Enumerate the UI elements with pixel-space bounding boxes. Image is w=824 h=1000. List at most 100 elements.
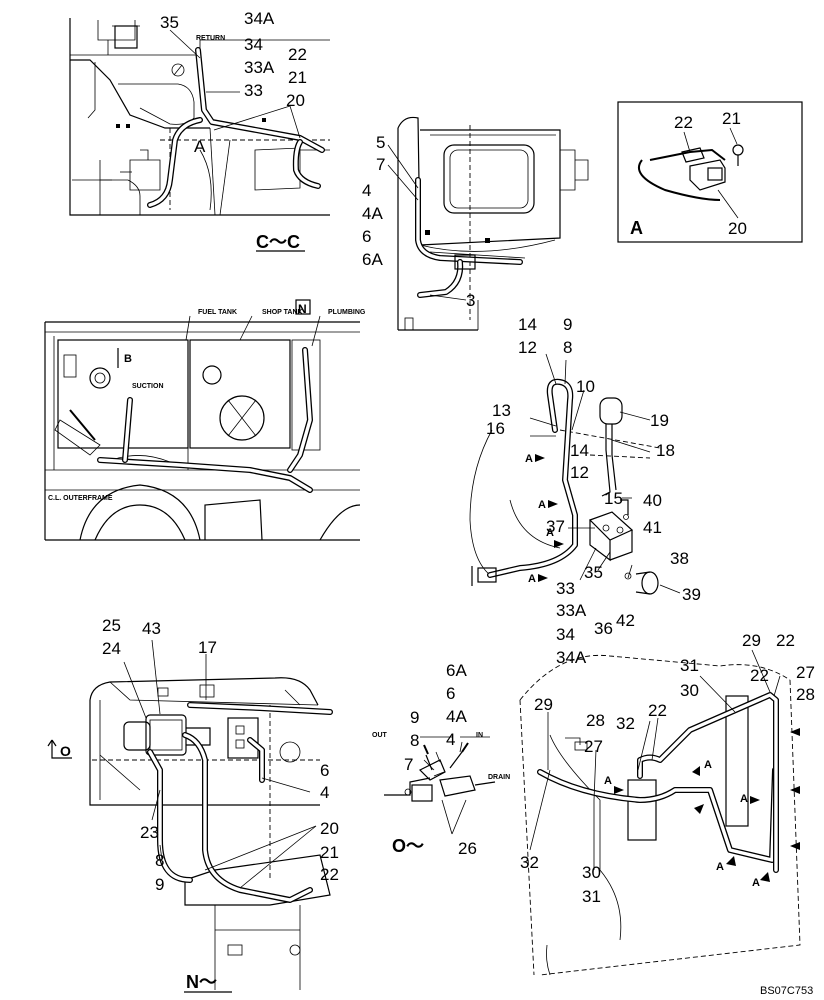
- marker-n: N: [298, 302, 307, 316]
- label-fuel-tank: FUEL TANK: [198, 309, 237, 316]
- view-title-n: N～: [186, 972, 217, 992]
- callout-40: 40: [643, 491, 662, 510]
- callout-4: 4: [320, 783, 329, 802]
- callout-30: 30: [680, 681, 699, 700]
- callout-31: 31: [680, 656, 699, 675]
- callout-43: 43: [142, 619, 161, 638]
- label-suction: SUCTION: [132, 383, 164, 390]
- callout-9: 9: [410, 708, 419, 727]
- callout-3: 3: [466, 291, 475, 310]
- callout-10: 10: [576, 377, 595, 396]
- view-title-o: O～: [392, 836, 424, 856]
- detail-callout-22: 22: [674, 113, 693, 132]
- arrow-a-8: A: [716, 861, 724, 873]
- arrow-a-4: A: [528, 573, 536, 585]
- callout-12b: 12: [570, 463, 589, 482]
- label-drain: DRAIN: [488, 774, 510, 781]
- callout-32b: 32: [520, 853, 539, 872]
- view-tank-area: FUEL TANK SHOP TANK PLUMBING SUCTION C.L…: [44, 299, 366, 541]
- callout-9: 9: [563, 315, 572, 334]
- arrow-a-6: A: [704, 759, 712, 771]
- callout-4a: 4A: [446, 707, 467, 726]
- label-cl-outerframe: C.L. OUTERFRAME: [48, 495, 113, 502]
- callout-4a: 4A: [362, 204, 383, 223]
- callout-21: 21: [320, 843, 339, 862]
- callout-32: 32: [616, 714, 635, 733]
- marker-o: O: [60, 743, 71, 759]
- callout-30b: 30: [582, 863, 601, 882]
- view-cab-side: 5 7 4 4A 6 6A 3: [362, 116, 589, 331]
- callout-5: 5: [376, 133, 385, 152]
- callout-22c: 22: [648, 701, 667, 720]
- callout-7: 7: [404, 755, 413, 774]
- callout-19: 19: [650, 411, 669, 430]
- label-plumbing: PLUMBING: [328, 309, 366, 316]
- callout-9: 9: [155, 875, 164, 894]
- callout-18: 18: [656, 441, 675, 460]
- callout-6: 6: [362, 227, 371, 246]
- callout-8: 8: [410, 731, 419, 750]
- arrow-a-3: A: [546, 527, 554, 539]
- callout-33: 33: [556, 579, 575, 598]
- label-shop-tank: SHOP TANK: [262, 309, 303, 316]
- callout-24: 24: [102, 639, 121, 658]
- callout-31b: 31: [582, 887, 601, 906]
- callout-39: 39: [682, 585, 701, 604]
- callout-27: 27: [796, 663, 815, 682]
- callout-a: A: [194, 137, 206, 156]
- detail-title-a: A: [630, 218, 643, 238]
- callout-28b: 28: [586, 711, 605, 730]
- label-return: RETURN: [196, 35, 225, 42]
- view-enclosure: A A A A A 29 29 22 31 22 27 30 28 28 32 …: [519, 631, 815, 976]
- callout-35: 35: [584, 563, 603, 582]
- label-in: IN: [476, 732, 483, 739]
- callout-26: 26: [458, 839, 477, 858]
- callout-4: 4: [362, 181, 371, 200]
- callout-14: 14: [518, 315, 537, 334]
- callout-28: 28: [796, 685, 815, 704]
- callout-20: 20: [320, 819, 339, 838]
- callout-36: 36: [594, 619, 613, 638]
- callout-23: 23: [140, 823, 159, 842]
- callout-33a: 33A: [556, 601, 587, 620]
- callout-25: 25: [102, 616, 121, 635]
- callout-8: 8: [563, 338, 572, 357]
- callout-27b: 27: [584, 737, 603, 756]
- callout-35: 35: [160, 13, 179, 32]
- callout-21: 21: [288, 68, 307, 87]
- label-out: OUT: [372, 732, 388, 739]
- callout-20: 20: [286, 91, 305, 110]
- callout-7: 7: [376, 155, 385, 174]
- detail-callout-20: 20: [728, 219, 747, 238]
- detail-callout-21: 21: [722, 109, 741, 128]
- callout-34a: 34A: [556, 648, 587, 667]
- callout-8: 8: [155, 851, 164, 870]
- callout-6a: 6A: [362, 250, 383, 269]
- marker-b: B: [124, 353, 132, 365]
- callout-6: 6: [320, 761, 329, 780]
- callout-34: 34: [244, 35, 263, 54]
- arrow-a-2: A: [538, 499, 546, 511]
- view-hydraulic-detail: A A A A 14 9 12 8 10 13 16 19 14 18 12 1…: [469, 315, 701, 667]
- callout-6a: 6A: [446, 661, 467, 680]
- callout-34: 34: [556, 625, 575, 644]
- callout-14b: 14: [570, 441, 589, 460]
- callout-29: 29: [534, 695, 553, 714]
- callout-6: 6: [446, 684, 455, 703]
- callout-22: 22: [288, 45, 307, 64]
- callout-12: 12: [518, 338, 537, 357]
- callout-37: 37: [546, 517, 565, 536]
- arrow-a-9: A: [752, 877, 760, 889]
- callout-42: 42: [616, 611, 635, 630]
- arrow-a-5: A: [604, 775, 612, 787]
- callout-33: 33: [244, 81, 263, 100]
- callout-13: 13: [492, 401, 511, 420]
- view-n-section: O 25 24 43 17 6 4 23 20 8 21 9 22 N～: [47, 616, 339, 993]
- detail-a-box: 22 21 20 A: [617, 101, 803, 243]
- arrow-a-1: A: [525, 453, 533, 465]
- callout-34a: 34A: [244, 9, 275, 28]
- callout-17: 17: [198, 638, 217, 657]
- view-title-c: C～C: [256, 232, 300, 252]
- callout-16: 16: [486, 419, 505, 438]
